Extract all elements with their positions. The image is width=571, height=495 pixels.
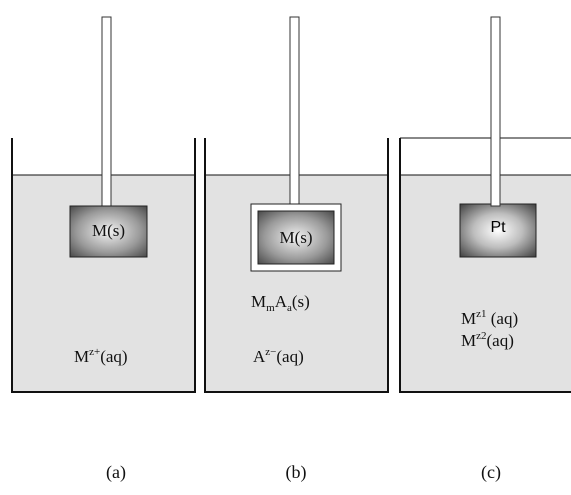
solution-c2-suffix: (aq) (486, 331, 514, 350)
electrode-rod-a (101, 16, 112, 207)
electrode-label-b: M(s) (279, 228, 313, 247)
beaker-a (11, 16, 196, 393)
solution-a-base: M (74, 347, 90, 366)
electrode-rod-b (289, 16, 300, 207)
beaker-b-wall (204, 138, 389, 393)
solution-label-b: Az−(aq) (253, 346, 304, 366)
coating-label-b: MmAa(s) (251, 292, 310, 314)
electrode-rod-c (490, 16, 501, 207)
coating-b-s1: m (266, 302, 275, 314)
electrode-label-a: M(s) (91, 221, 126, 240)
solution-label-c-line2: Mz2(aq) (461, 330, 514, 350)
beaker-b (204, 16, 389, 393)
solution-a-charge: z+ (89, 346, 101, 358)
solution-c1-base: M (461, 309, 477, 328)
electrode-label-c: Pt (490, 219, 506, 236)
metal-electrode-b (257, 210, 335, 265)
pt-electrode-c (459, 203, 537, 258)
caption-a: (a) (106, 462, 126, 482)
solution-b-suffix: (aq) (276, 347, 304, 366)
beaker-c (399, 16, 571, 393)
solution-b-base: A (253, 347, 266, 366)
solution-c2-charge: z2 (476, 330, 487, 342)
caption-b: (b) (285, 462, 307, 482)
coating-b-p2: A (274, 292, 287, 311)
coating-b-p1: M (251, 292, 267, 311)
solution-c2-base: M (461, 331, 477, 350)
solution-label-a: Mz+(aq) (74, 346, 128, 366)
solution-c1-charge: z1 (476, 308, 487, 320)
coating-b-s2: a (286, 302, 292, 314)
solution-a-suffix: (aq) (100, 347, 128, 366)
caption-c: (c) (481, 462, 501, 482)
solution-label-c-line1: Mz1 (aq) (461, 308, 519, 328)
coating-b-suffix: (s) (291, 292, 310, 311)
solution-b-charge: z− (265, 346, 277, 358)
beaker-c-wall (399, 138, 571, 393)
beaker-a-wall (11, 138, 196, 393)
metal-electrode-a (69, 205, 148, 258)
solution-c1-suffix: (aq) (486, 309, 519, 328)
